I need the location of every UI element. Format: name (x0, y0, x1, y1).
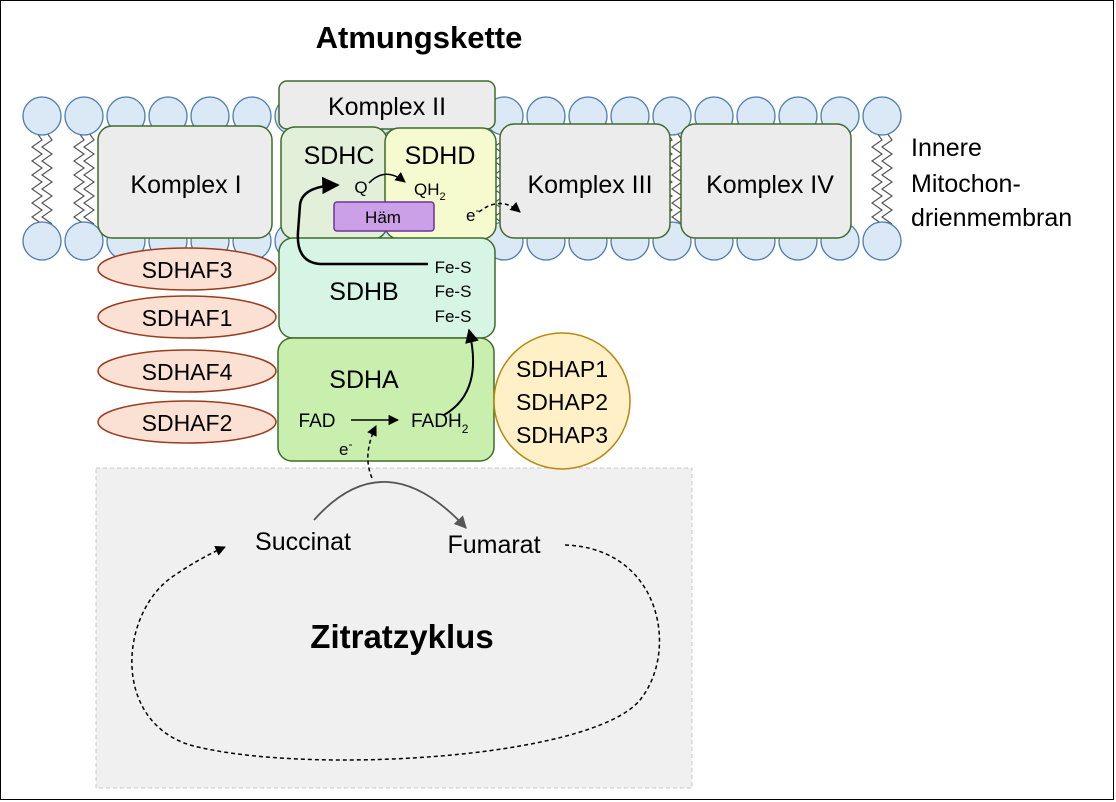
membrane-label-line-1: Innere (911, 134, 982, 162)
fumarate-label: Fumarat (447, 531, 540, 559)
citric-acid-cycle-loop-arrow (131, 544, 661, 761)
iron-sulfur-cluster-2: Fe-S (435, 282, 472, 301)
sdhap3-label: SDHAP3 (516, 422, 608, 448)
lipid-head (862, 96, 902, 136)
sdhap1-label: SDHAP1 (516, 356, 608, 382)
sdhaf2-label: SDHAF2 (142, 410, 233, 436)
sdhaf4-label: SDHAF4 (142, 359, 233, 385)
sdhaf1-label: SDHAF1 (142, 305, 233, 331)
succinate-label: Succinat (255, 528, 351, 556)
sdhaf3-ellipse (97, 247, 277, 291)
membrane-label-line-2: Mitochon- (911, 170, 1021, 198)
electron-transfer-arrow-top (478, 201, 521, 213)
sdhb-label: SDHB (329, 278, 398, 306)
citric-acid-cycle-label: Zitratzyklus (310, 618, 493, 655)
sdhaf3-label: SDHAF3 (142, 257, 233, 283)
sdhc-label: SDHC (304, 142, 375, 170)
complex-i-label: Komplex I (130, 171, 241, 199)
succinate-to-fumarate-arrow (313, 481, 467, 529)
fadh2-to-fes-arrow (443, 328, 479, 416)
sdhaf1-ellipse (97, 295, 277, 339)
iron-sulfur-cluster-1: Fe-S (435, 258, 472, 277)
electron-label-bottom: e- (339, 437, 352, 459)
complex-i-box (97, 125, 273, 239)
q-reduction-arrow (368, 171, 406, 184)
fad-label: FAD (299, 411, 336, 432)
complex-iii-label: Komplex III (527, 171, 652, 199)
sdha-label: SDHA (329, 366, 399, 394)
lipid-tail (870, 132, 884, 225)
lipid-tail (880, 132, 894, 225)
fadh2-label: FADH2 (411, 411, 469, 436)
complex-ii-box (278, 80, 496, 130)
haem-box (333, 201, 435, 232)
fes-to-q-electron-arrow (296, 176, 428, 266)
sdhap-circle (493, 332, 631, 470)
complex-iv-label: Komplex IV (706, 171, 834, 199)
lipid-head (22, 96, 62, 136)
citric-acid-cycle-area (95, 467, 693, 789)
ubiquinone-label: Q (354, 178, 367, 197)
complex-ii-label: Komplex II (328, 93, 446, 121)
sdhap2-label: SDHAP2 (516, 389, 608, 415)
complex-iii-box (499, 123, 671, 239)
lipid-tail (30, 132, 44, 225)
lipid-tail (40, 132, 54, 225)
membrane-label-line-3: drienmembran (911, 204, 1072, 232)
complex-iv-box (680, 123, 852, 239)
lipid-head (22, 221, 62, 261)
electron-label-top: e- (466, 203, 479, 225)
lipid-tail (82, 132, 96, 225)
iron-sulfur-cluster-3: Fe-S (435, 307, 472, 326)
lipid-head (64, 221, 104, 261)
sdhd-label: SDHD (405, 142, 476, 170)
ubiquinol-label: QH2 (414, 180, 446, 203)
lipid-tail (72, 132, 86, 225)
lipid-head (64, 96, 104, 136)
diagram-title: Atmungskette (316, 20, 523, 55)
sdhaf4-ellipse (97, 349, 277, 393)
sdhaf2-ellipse (97, 400, 277, 444)
lipid-head (862, 221, 902, 261)
haem-label: Häm (365, 208, 401, 227)
